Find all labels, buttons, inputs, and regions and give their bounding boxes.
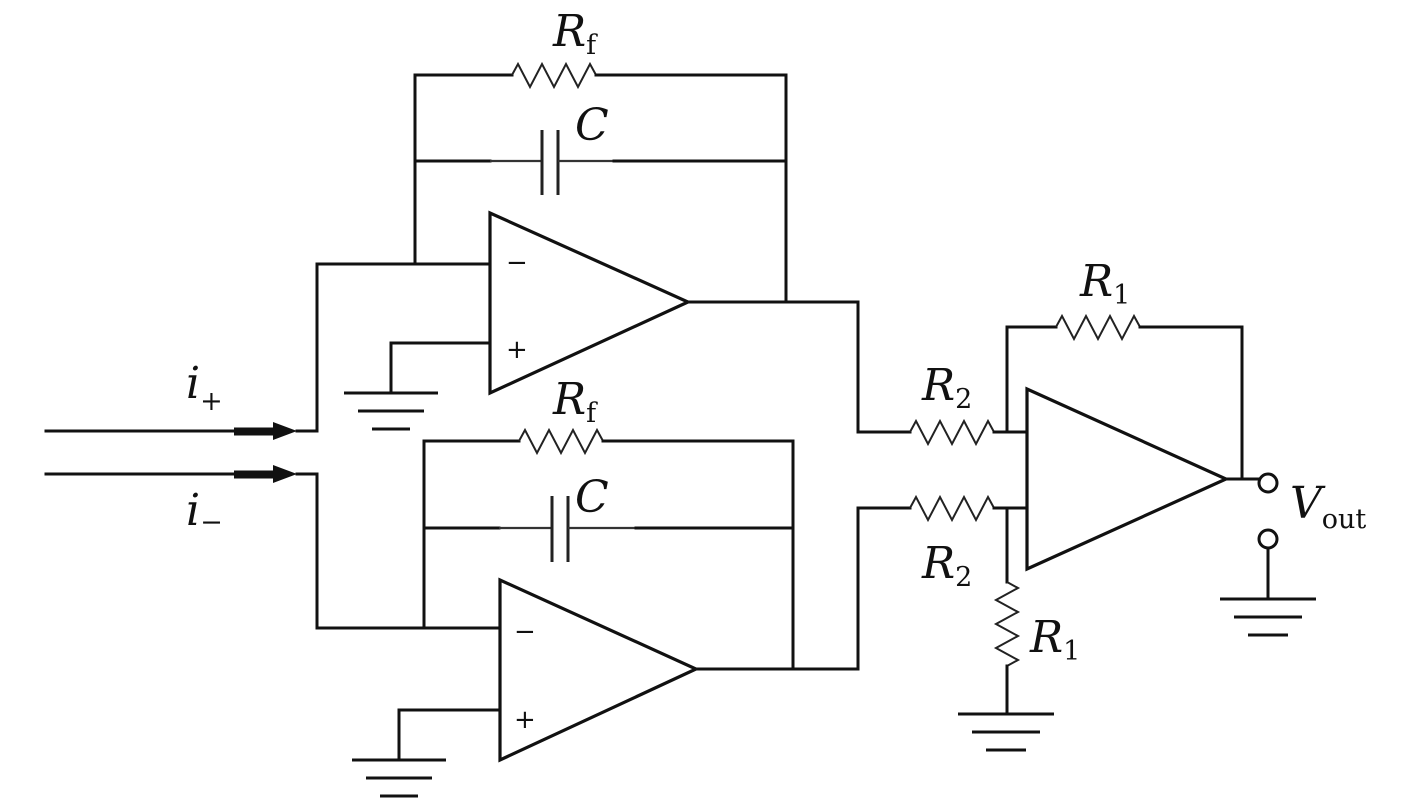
top-plus-ground-wire bbox=[389, 341, 492, 395]
vout-terminal bbox=[1257, 472, 1279, 494]
top-output-wire bbox=[686, 300, 912, 434]
r2-bottom-label: R2 bbox=[921, 538, 972, 593]
top-opamp-minus-sign: − bbox=[506, 248, 528, 278]
rf-bottom-resistor bbox=[422, 427, 795, 456]
i-minus-label: i− bbox=[186, 485, 223, 538]
r1-feedback-left-wire bbox=[1005, 325, 1058, 434]
ground-terminal bbox=[1257, 528, 1279, 550]
bottom-opamp: − + bbox=[498, 577, 700, 763]
rf-bottom-label: Rf bbox=[552, 374, 598, 429]
top-opamp-plus-sign: + bbox=[506, 335, 528, 365]
input-currents bbox=[44, 262, 319, 630]
c-bottom-label: C bbox=[575, 472, 609, 523]
vout-label: Vout bbox=[1290, 478, 1366, 535]
bottom-stage: − + bbox=[315, 427, 912, 798]
top-stage: − + bbox=[315, 61, 912, 434]
difference-opamp bbox=[1025, 386, 1230, 572]
component-labels: Rf C Rf C R1 R2 R2 R1 i+ i− Vout bbox=[186, 6, 1366, 667]
bottom-opamp-plus-sign: + bbox=[514, 705, 536, 735]
bottom-opamp-minus-sign: − bbox=[514, 617, 536, 647]
i-plus-arrow bbox=[273, 422, 297, 440]
r1-ground-resistor bbox=[993, 581, 1021, 667]
rf-top-label: Rf bbox=[552, 6, 598, 61]
r2-bottom-resistor bbox=[909, 494, 1029, 523]
r2-top-label: R2 bbox=[921, 360, 972, 415]
ground-symbol bbox=[344, 391, 438, 431]
r1-ground-label: R1 bbox=[1029, 612, 1080, 667]
difference-stage bbox=[909, 313, 1316, 752]
i-plus-label: i+ bbox=[186, 358, 223, 417]
r1-feedback-resistor bbox=[1055, 313, 1244, 481]
bottom-output-wire bbox=[694, 506, 912, 671]
bottom-plus-ground-wire bbox=[397, 708, 502, 762]
i-minus-arrow bbox=[273, 465, 297, 483]
c-top-capacitor bbox=[413, 130, 788, 195]
ground-symbol bbox=[352, 758, 446, 798]
ground-symbol bbox=[958, 712, 1054, 752]
r1-feedback-label: R1 bbox=[1079, 256, 1130, 311]
ground-symbol bbox=[1220, 597, 1316, 637]
top-opamp: − + bbox=[488, 210, 692, 396]
c-bottom-capacitor bbox=[422, 496, 795, 562]
rf-top-resistor bbox=[413, 61, 788, 90]
r2-top-resistor bbox=[909, 418, 1029, 447]
c-top-label: C bbox=[575, 100, 609, 151]
